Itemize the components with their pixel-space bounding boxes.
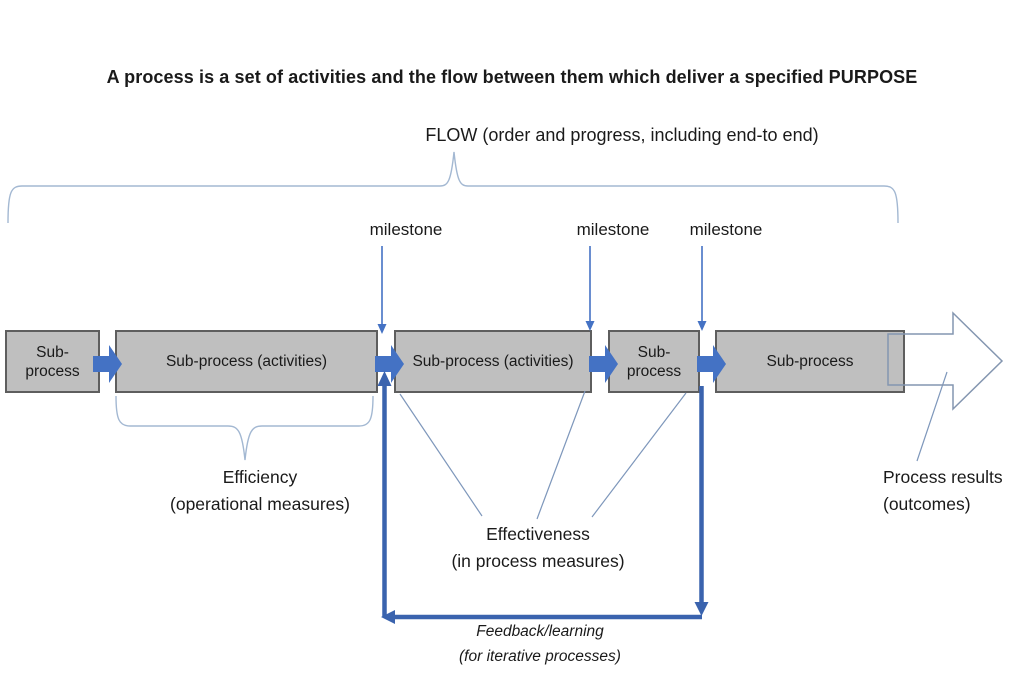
effectiveness-title: Effectiveness: [486, 524, 590, 544]
subprocess-box-4: Sub-process: [608, 330, 700, 393]
subprocess-box-4-label: Sub-process: [626, 343, 682, 380]
subprocess-box-2-label: Sub-process (activities): [165, 353, 328, 370]
efficiency-label: Efficiency (operational measures): [130, 464, 390, 518]
subprocess-box-2: Sub-process (activities): [115, 330, 378, 393]
page-title: A process is a set of activities and the…: [106, 67, 918, 87]
feedback-subtitle: (for iterative processes): [459, 648, 621, 665]
output-arrow-icon: [887, 311, 1004, 411]
process-results-connector: [916, 371, 948, 462]
effectiveness-label: Effectiveness (in process measures): [408, 521, 668, 575]
effectiveness-connector-1: [399, 393, 483, 517]
feedback-label: Feedback/learning (for iterative process…: [400, 619, 680, 669]
milestone-label-3: milestone: [689, 220, 763, 239]
feedback-title: Feedback/learning: [476, 623, 604, 640]
milestone-arrow-1-icon: [377, 246, 387, 334]
effectiveness-connector-2: [536, 390, 586, 520]
process-results-title: Process results: [883, 467, 1003, 487]
efficiency-brace: [115, 395, 374, 461]
process-results-subtitle: (outcomes): [883, 494, 971, 514]
subprocess-box-3: Sub-process (activities): [394, 330, 592, 393]
feedback-loop-line: [377, 371, 709, 624]
milestone-label-1: milestone: [369, 220, 443, 239]
milestone-arrow-2-icon: [585, 246, 595, 331]
subprocess-box-5: Sub-process: [715, 330, 905, 393]
effectiveness-subtitle: (in process measures): [451, 551, 625, 571]
efficiency-subtitle: (operational measures): [170, 494, 350, 514]
subprocess-box-1-label: Sub-process: [25, 343, 80, 380]
subprocess-box-5-label: Sub-process: [766, 353, 854, 370]
subprocess-box-3-label: Sub-process (activities): [412, 353, 574, 370]
flow-brace: [7, 151, 899, 224]
process-results-label: Process results (outcomes): [883, 464, 1023, 518]
effectiveness-connector-3: [591, 392, 687, 518]
flow-label: FLOW (order and progress, including end-…: [425, 125, 819, 145]
subprocess-box-1: Sub-process: [5, 330, 100, 393]
milestone-arrow-3-icon: [697, 246, 707, 331]
milestone-label-2: milestone: [576, 220, 650, 239]
efficiency-title: Efficiency: [222, 467, 298, 487]
